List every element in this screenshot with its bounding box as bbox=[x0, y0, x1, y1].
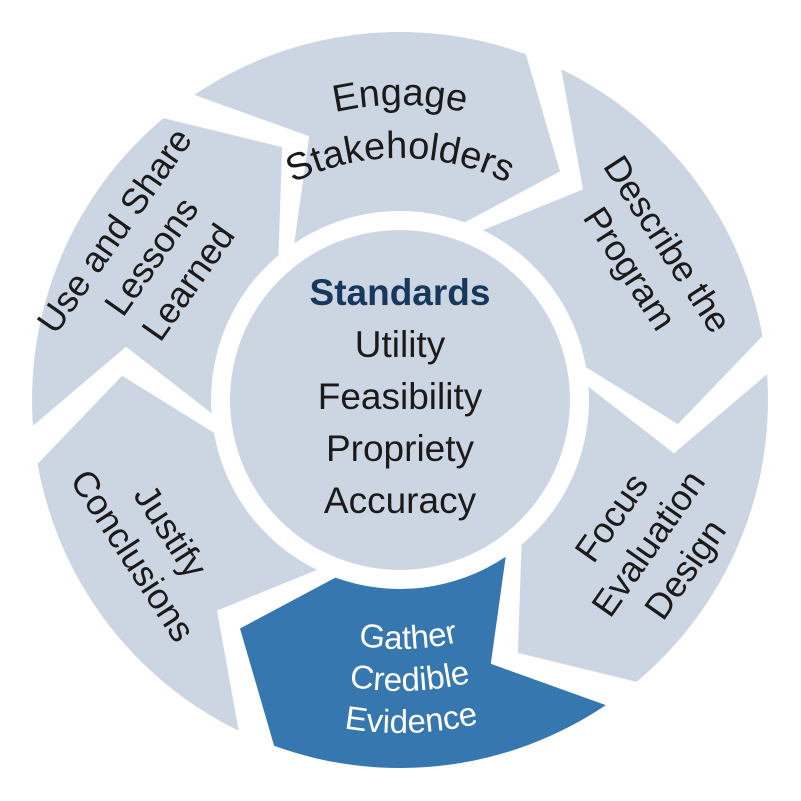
standards-text-group: Standards Utility Feasibility Propriety … bbox=[310, 272, 491, 521]
segment-shape-use-and-share-lessons-learned bbox=[32, 118, 283, 426]
segment-shape-justify-conclusions bbox=[37, 375, 318, 731]
standard-item-accuracy: Accuracy bbox=[324, 480, 477, 521]
standard-item-propriety: Propriety bbox=[326, 428, 475, 469]
standard-item-feasibility: Feasibility bbox=[318, 376, 483, 417]
standard-item-utility: Utility bbox=[355, 324, 446, 365]
segment-shape-describe-the-program bbox=[482, 69, 763, 425]
standards-circle bbox=[230, 230, 570, 570]
segment-label-line: Engage bbox=[329, 72, 471, 121]
standards-heading: Standards bbox=[310, 272, 491, 313]
segment-label-line: Gather bbox=[358, 613, 461, 656]
segment-shape-engage-stakeholders bbox=[194, 31, 560, 244]
segment-shape-focus-evaluation-design bbox=[517, 374, 768, 682]
segment-shape-gather-credible-evidence bbox=[240, 556, 606, 769]
